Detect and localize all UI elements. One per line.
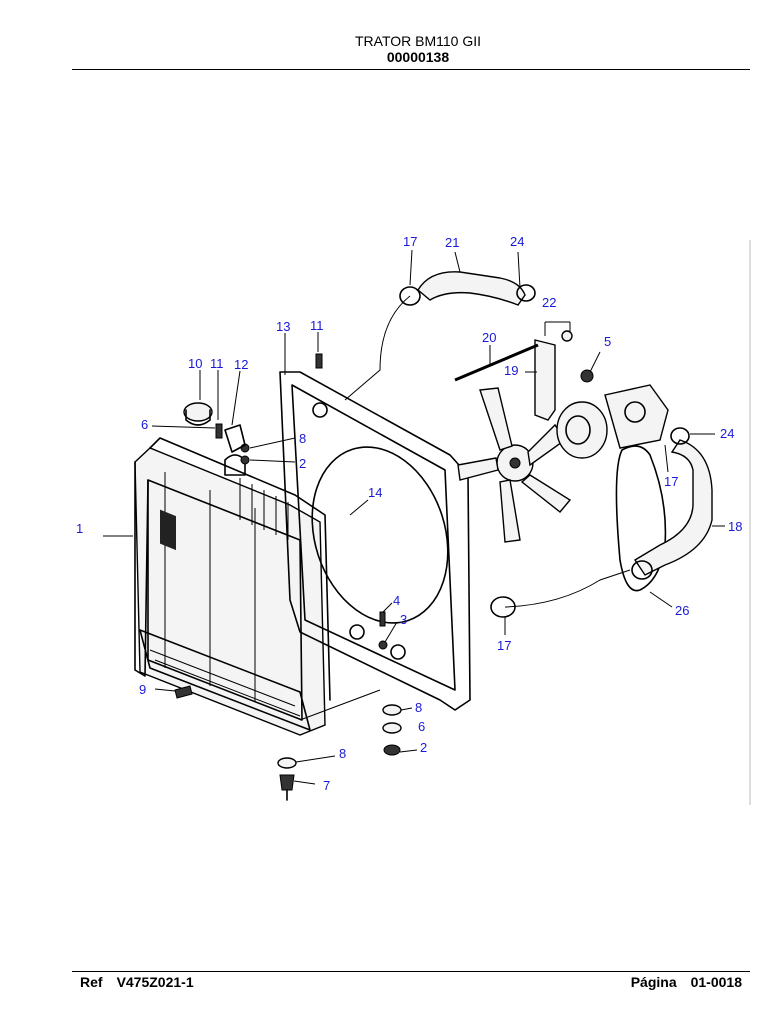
footer-divider (72, 971, 750, 972)
hose-clamp-part (490, 596, 516, 618)
callout-5: 5 (604, 334, 611, 349)
callout-24: 24 (720, 426, 734, 441)
header-divider (72, 69, 750, 70)
document-code: 00000138 (386, 49, 450, 65)
page-header: TRATOR BM110 GII 00000138 (0, 33, 768, 65)
leader-lines (103, 249, 725, 785)
callout-19: 19 (504, 363, 518, 378)
water-pump-part (556, 384, 669, 459)
callout-24: 24 (510, 234, 524, 249)
fan-belt-part (615, 445, 667, 592)
assembly-path-line (299, 689, 381, 721)
assembly-path-line (344, 295, 411, 401)
assembly-path-line (504, 569, 631, 608)
callout-11: 11 (210, 356, 224, 371)
callout-8: 8 (299, 431, 306, 446)
callout-8: 8 (339, 746, 346, 761)
callout-22: 22 (542, 295, 556, 310)
callout-2: 2 (299, 456, 306, 471)
fan-shroud-part (279, 371, 471, 711)
callout-6: 6 (141, 417, 148, 432)
fan-part (457, 387, 572, 543)
callout-9: 9 (139, 682, 146, 697)
callout-21: 21 (445, 235, 459, 250)
ref-value: V475Z021-1 (116, 974, 194, 990)
fan-support-part (454, 330, 594, 421)
bolts-and-washers (174, 353, 402, 801)
callout-14: 14 (368, 485, 382, 500)
upper-hose-part (399, 271, 536, 306)
page-title: TRATOR BM110 GII (354, 33, 482, 49)
lower-hose-part (631, 427, 713, 580)
callout-4: 4 (393, 593, 400, 608)
callout-17: 17 (403, 234, 417, 249)
callout-3: 3 (400, 612, 407, 627)
page-number: 01-0018 (690, 974, 742, 990)
callout-11: 11 (310, 318, 324, 333)
callout-26: 26 (675, 603, 689, 618)
footer-reference: Ref V475Z021-1 (80, 974, 208, 990)
callout-13: 13 (276, 319, 290, 334)
callout-10: 10 (188, 356, 202, 371)
callout-20: 20 (482, 330, 496, 345)
callout-7: 7 (323, 778, 330, 793)
ref-label: Ref (80, 974, 103, 990)
callout-8: 8 (415, 700, 422, 715)
callout-1: 1 (76, 521, 83, 536)
callout-17: 17 (497, 638, 511, 653)
callout-18: 18 (728, 519, 742, 534)
callout-2: 2 (420, 740, 427, 755)
callout-17: 17 (664, 474, 678, 489)
radiator-cap-part (183, 402, 213, 426)
page-label: Página (630, 974, 677, 990)
footer-page: Página 01-0018 (631, 974, 742, 990)
callout-12: 12 (234, 357, 248, 372)
callout-6: 6 (418, 719, 425, 734)
radiator-part (134, 437, 331, 736)
